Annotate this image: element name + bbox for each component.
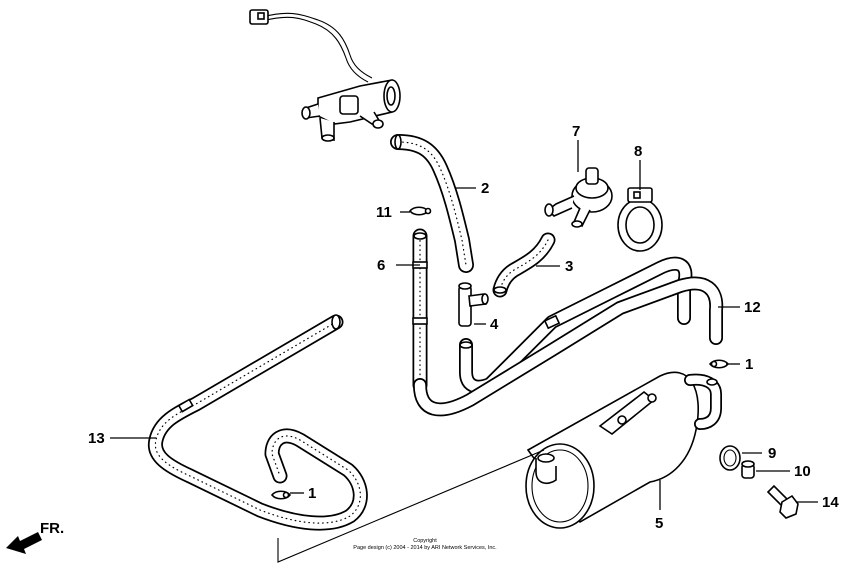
callout-14: 14 (822, 494, 839, 511)
copyright-line-2: Page design (c) 2004 - 2014 by ARI Netwo… (353, 545, 497, 551)
callout-2: 2 (481, 180, 489, 197)
callout-1-lower: 1 (308, 485, 316, 502)
grommet-9[interactable] (719, 445, 741, 471)
hose-12[interactable] (413, 256, 724, 417)
callout-9: 9 (768, 445, 776, 462)
hose-6[interactable] (412, 228, 428, 393)
two-way-valve-7[interactable] (544, 167, 613, 228)
canister-5[interactable] (525, 371, 722, 529)
hose-3[interactable] (492, 232, 556, 298)
t-joint-4[interactable] (458, 282, 489, 327)
callout-13: 13 (88, 430, 105, 447)
collar-10[interactable] (741, 460, 755, 479)
clamp-band-8[interactable] (617, 187, 663, 252)
callout-12: 12 (744, 299, 761, 316)
leader-lines (110, 140, 818, 510)
hose-13[interactable] (147, 314, 368, 531)
clip-1-right[interactable] (708, 359, 730, 369)
hose-2[interactable] (390, 134, 474, 273)
callout-4: 4 (490, 316, 499, 333)
callout-5: 5 (655, 515, 663, 532)
copyright-notice: Copyright Page design (c) 2004 - 2014 by… (353, 538, 497, 551)
callout-7: 7 (572, 123, 580, 140)
callout-10: 10 (794, 463, 811, 480)
callout-8: 8 (634, 143, 642, 160)
callout-11: 11 (376, 204, 392, 221)
clip-1-lower[interactable] (270, 490, 292, 500)
purge-solenoid-valve[interactable] (249, 9, 401, 142)
clip-11[interactable] (408, 206, 432, 216)
assembly-bracket-line (277, 449, 545, 563)
callout-1-right: 1 (745, 356, 753, 373)
bolt-14[interactable] (766, 484, 799, 519)
callout-6: 6 (377, 257, 385, 274)
front-arrow-icon (6, 532, 42, 554)
copyright-line-1: Copyright (413, 538, 437, 544)
callout-numbers: 2 3 4 6 11 7 8 12 1 13 1 5 9 10 14 (88, 123, 839, 532)
callout-3: 3 (565, 258, 573, 275)
front-label: FR. (40, 520, 64, 537)
front-direction-indicator: FR. (6, 520, 64, 554)
